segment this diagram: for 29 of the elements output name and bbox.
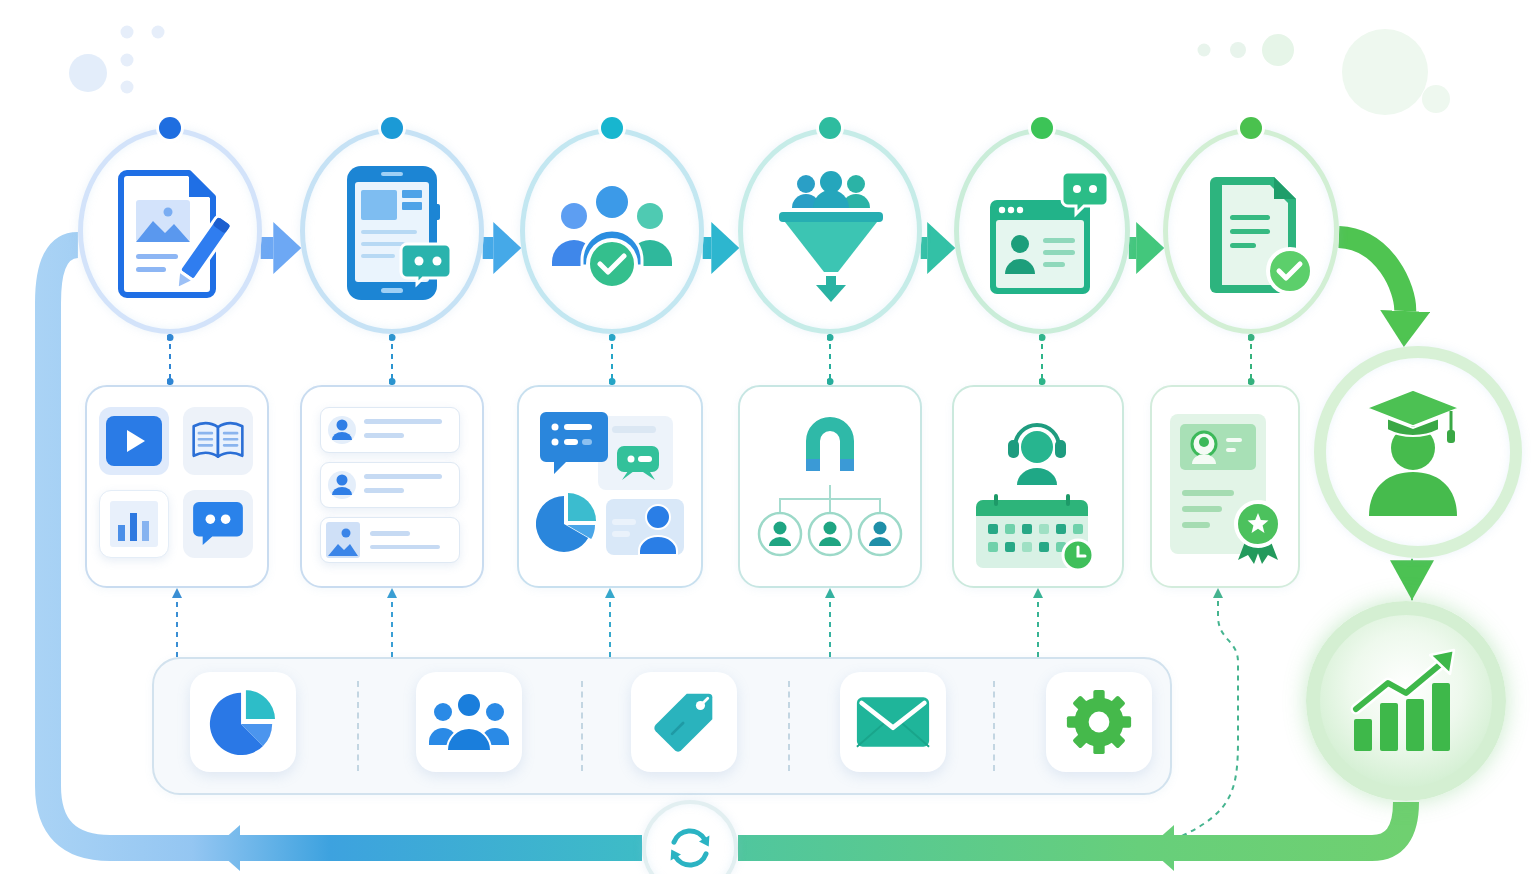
dashed-arrow bbox=[172, 587, 182, 658]
arrow bbox=[482, 222, 522, 274]
dashed-arrow bbox=[1181, 587, 1239, 837]
dashed-arrow bbox=[605, 587, 615, 658]
dotted-connector bbox=[388, 333, 396, 386]
dashed-arrow bbox=[387, 587, 397, 658]
content-panel bbox=[738, 385, 922, 588]
content-panel bbox=[85, 385, 269, 588]
content-panel bbox=[300, 385, 484, 588]
content-panel bbox=[952, 385, 1124, 588]
arrow bbox=[1390, 557, 1434, 602]
loop-arrow bbox=[738, 801, 1419, 871]
arrow bbox=[1128, 222, 1165, 274]
arrow bbox=[702, 222, 740, 274]
content-panel bbox=[1150, 385, 1300, 588]
dashed-arrow bbox=[1033, 587, 1043, 658]
arrow bbox=[920, 222, 956, 274]
content-panel bbox=[517, 385, 703, 588]
dotted-connector bbox=[166, 333, 174, 386]
refresh-circle bbox=[642, 800, 738, 874]
curved-arrow bbox=[1337, 226, 1431, 347]
arrow bbox=[260, 222, 302, 274]
dotted-connector bbox=[608, 333, 616, 386]
tool-panel bbox=[152, 657, 1172, 795]
dashed-arrow bbox=[825, 587, 835, 658]
dotted-connector bbox=[826, 333, 834, 386]
loop-arrow bbox=[35, 232, 642, 871]
dotted-connector bbox=[1038, 333, 1046, 386]
dotted-connector bbox=[1247, 333, 1255, 386]
